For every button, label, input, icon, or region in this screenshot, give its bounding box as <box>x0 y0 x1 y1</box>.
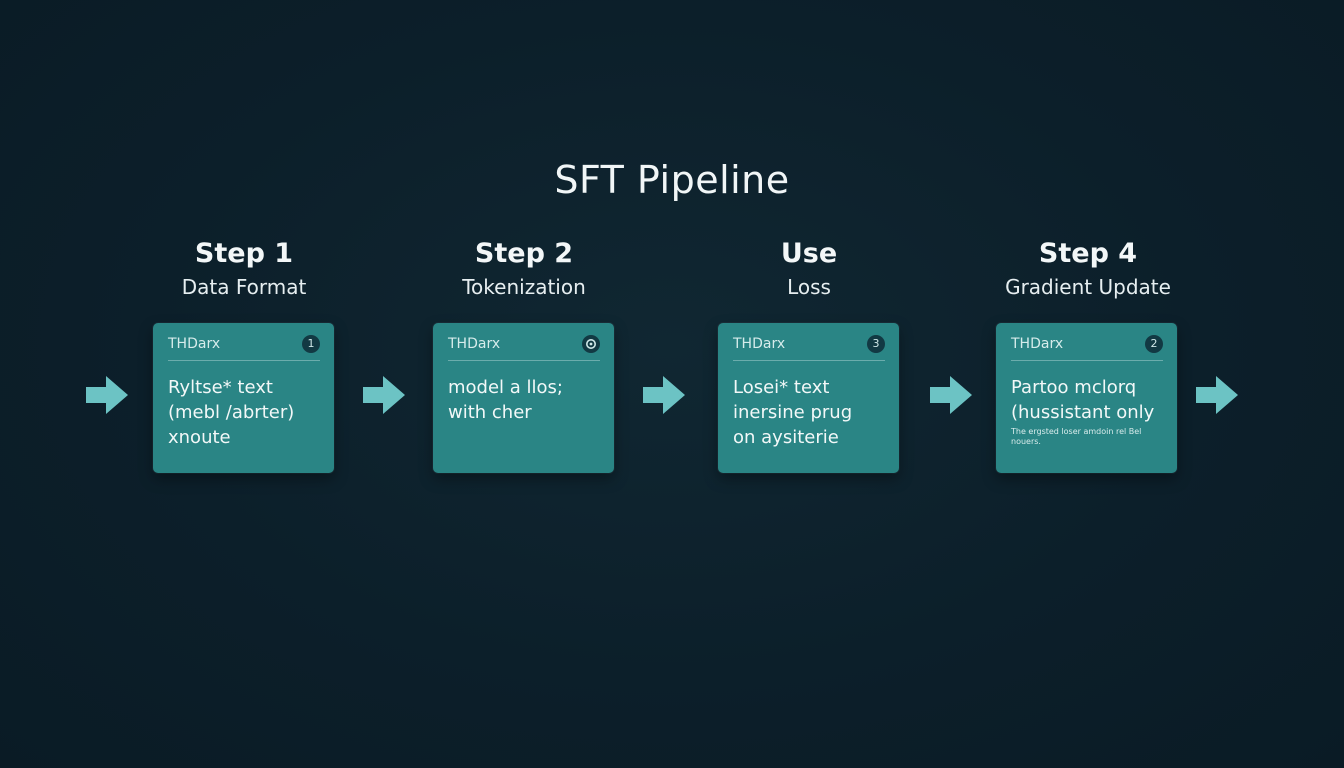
arrow-right-icon <box>84 372 130 418</box>
card-line: Losei* text <box>733 377 830 398</box>
card-line: Partoo mclorq <box>1011 377 1137 398</box>
step-number-badge: 1 <box>302 335 320 353</box>
step-number-badge: 3 <box>867 335 885 353</box>
card-label: THDarx <box>733 336 786 352</box>
card-label: THDarx <box>1011 336 1064 352</box>
step-3-heading: Use <box>780 238 838 269</box>
step-1-heading: Step 1 <box>194 238 294 269</box>
card-text: Losei* text inersine prug on aysiterie <box>733 375 885 450</box>
arrow-right-icon <box>928 372 974 418</box>
card-line: inersine prug <box>733 402 853 423</box>
card-header: THDarx <box>448 333 600 361</box>
card-line: (hussistant only <box>1011 402 1155 423</box>
step-4-subtitle: Gradient Update <box>1005 275 1171 299</box>
card-line: Ryltse* text <box>168 377 273 398</box>
card-header: THDarx 3 <box>733 333 885 361</box>
card-text: Ryltse* text (mebl /abrter) xnoute <box>168 375 320 450</box>
step-4-card: THDarx 2 Partoo mclorq (hussistant only … <box>996 323 1177 473</box>
card-header: THDarx 2 <box>1011 333 1163 361</box>
card-line: (mebl /abrter) <box>168 402 295 423</box>
card-text: model a llos; with cher <box>448 375 600 425</box>
diagram-title: SFT Pipeline <box>554 158 790 202</box>
step-1-header: Step 1 Data Format <box>124 238 364 300</box>
step-1-card: THDarx 1 Ryltse* text (mebl /abrter) xno… <box>153 323 334 473</box>
step-1-subtitle: Data Format <box>181 275 307 299</box>
card-line: on aysiterie <box>733 427 839 448</box>
card-label: THDarx <box>168 336 221 352</box>
step-2-card: THDarx model a llos; with cher <box>433 323 614 473</box>
card-note: The ergsted loser amdoin rel Bel nouers. <box>1011 427 1142 446</box>
step-2-subtitle: Tokenization <box>462 275 586 299</box>
step-3-card: THDarx 3 Losei* text inersine prug on ay… <box>718 323 899 473</box>
step-2-heading: Step 2 <box>474 238 574 269</box>
card-line: with cher <box>448 402 532 423</box>
arrow-right-icon <box>1194 372 1240 418</box>
step-3-subtitle: Loss <box>787 275 831 299</box>
card-line: model a llos; <box>448 377 563 398</box>
card-text: Partoo mclorq (hussistant only <box>1011 375 1163 425</box>
card-line: xnoute <box>168 427 231 448</box>
arrow-right-icon <box>641 372 687 418</box>
arrow-right-icon <box>361 372 407 418</box>
step-3-header: Use Loss <box>689 238 929 300</box>
gear-icon <box>582 335 600 353</box>
card-header: THDarx 1 <box>168 333 320 361</box>
step-4-heading: Step 4 <box>1038 238 1138 269</box>
step-4-header: Step 4 Gradient Update <box>968 238 1208 300</box>
step-2-header: Step 2 Tokenization <box>404 238 644 300</box>
card-label: THDarx <box>448 336 501 352</box>
step-number-badge: 2 <box>1145 335 1163 353</box>
